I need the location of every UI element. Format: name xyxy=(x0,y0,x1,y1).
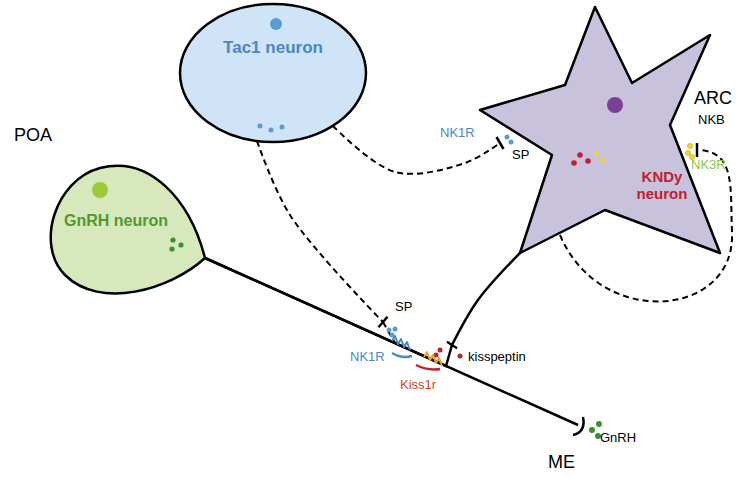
kisspeptin-vesicle xyxy=(458,354,463,359)
sp-vesicle xyxy=(509,140,514,145)
nk1r-receptor xyxy=(392,336,410,350)
neuropeptide-label: GnRH xyxy=(600,431,636,446)
cell-name: GnRH neuron xyxy=(64,212,189,230)
cell-outline xyxy=(470,5,725,255)
kndy-neuron: KNDy neuron xyxy=(470,5,725,255)
receptor-label: NK3R xyxy=(691,158,726,173)
cell-outline xyxy=(178,2,368,144)
cell-organelle xyxy=(593,150,598,155)
cell-organelle xyxy=(270,18,282,30)
kisspeptin-terminal xyxy=(447,342,457,348)
tac1-neuron: Tac1 neuron xyxy=(178,2,368,144)
cell-organelle xyxy=(92,182,108,198)
projection-line xyxy=(333,126,500,174)
sp-vesicle xyxy=(393,327,398,332)
cell-name: Tac1 neuron xyxy=(178,38,368,58)
neuropeptide-label: SP xyxy=(395,300,412,315)
cell-name: KNDy neuron xyxy=(628,168,696,203)
sp-vesicle xyxy=(387,328,392,333)
neuropeptide-label: NKB xyxy=(698,113,725,128)
kisspeptin-vesicle xyxy=(438,348,443,353)
projection-line xyxy=(205,141,395,343)
cell-organelle xyxy=(585,158,591,164)
region-label: ME xyxy=(548,452,575,473)
neuropeptide-label: kisspeptin xyxy=(468,350,526,365)
gnrh-vesicle xyxy=(596,421,602,427)
cell-body xyxy=(180,4,366,142)
gnrh-vesicle xyxy=(589,427,595,433)
receptor-label: Kiss1r xyxy=(400,378,436,393)
kiss1r-expression-mark xyxy=(416,365,440,370)
cell-body xyxy=(480,7,720,253)
region-label: ARC xyxy=(694,88,732,109)
gnrh-axon xyxy=(205,258,578,425)
cell-organelle xyxy=(178,242,183,247)
region-label: POA xyxy=(14,125,52,146)
cell-organelle xyxy=(258,124,263,129)
cell-organelle xyxy=(269,128,274,133)
receptor-label: NK1R xyxy=(440,126,475,141)
cell-organelle xyxy=(571,160,577,166)
nkb-terminal xyxy=(696,143,699,157)
cell-organelle xyxy=(169,246,174,251)
cell-organelle xyxy=(607,97,623,113)
cell-organelle xyxy=(599,157,604,162)
receptor-label: NK1R xyxy=(350,350,385,365)
cell-organelle xyxy=(577,152,583,158)
cell-outline xyxy=(40,160,212,305)
cell-organelle xyxy=(280,125,285,130)
sp-terminal xyxy=(379,317,388,328)
sp-vesicle xyxy=(505,135,510,140)
neuropeptide-label: SP xyxy=(512,148,529,163)
cell-organelle xyxy=(170,237,175,242)
sp-terminal xyxy=(497,137,504,149)
nk1r-expression-mark xyxy=(392,353,412,357)
gnrh-neuron: GnRH neuron xyxy=(40,160,212,305)
kiss1r-receptor xyxy=(424,352,442,366)
nkb-vesicle xyxy=(687,143,692,148)
nkb-vesicle xyxy=(685,150,690,155)
cell-body xyxy=(51,166,205,294)
gnrh-terminal xyxy=(573,417,584,435)
